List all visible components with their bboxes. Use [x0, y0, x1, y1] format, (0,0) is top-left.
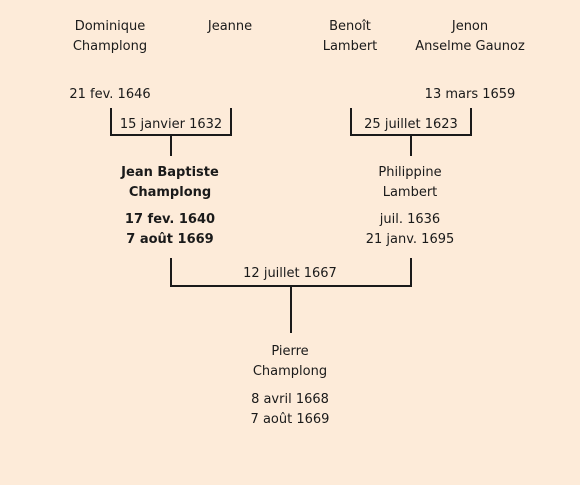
person-first-name: Dominique — [74, 19, 146, 34]
person-first-name: Jeanne — [207, 19, 253, 34]
child-dates: 8 avril 1668 7 août 1669 — [220, 390, 360, 430]
descent-line — [290, 285, 292, 333]
grandparent-jenon-anselme-gaunoz: Jenon Anselme Gaunoz — [400, 17, 540, 57]
person-last-name: Anselme Gaunoz — [415, 39, 525, 54]
person-first-name: Philippine — [378, 165, 442, 180]
father-dates: 17 fev. 1640 7 août 1669 — [100, 210, 240, 250]
death-date: 21 janv. 1695 — [365, 232, 455, 247]
bracket-right-vertical — [230, 108, 232, 136]
child-pierre-champlong: Pierre Champlong — [220, 342, 360, 382]
grandparent-benoit-lambert: Benoît Lambert — [300, 17, 400, 57]
person-last-name: Champlong — [72, 39, 148, 54]
bracket-left-vertical — [110, 108, 112, 136]
person-last-name: Champlong — [252, 364, 328, 379]
person-last-name: Lambert — [322, 39, 378, 54]
birth-date: juil. 1636 — [379, 212, 441, 227]
descent-line — [410, 134, 412, 156]
mother-dates: juil. 1636 21 janv. 1695 — [340, 210, 480, 250]
bracket-right-vertical — [470, 108, 472, 136]
death-date: 7 août 1669 — [126, 232, 214, 247]
death-date-jenon: 13 mars 1659 — [424, 87, 516, 102]
grandparent-dominique-champlong: Dominique Champlong — [50, 17, 170, 57]
grandparent-jeanne: Jeanne — [180, 17, 280, 37]
person-last-name: Champlong — [128, 185, 212, 200]
father-jean-baptiste-champlong: Jean Baptiste Champlong — [100, 163, 240, 203]
marriage-date-paternal: 15 janvier 1632 — [119, 117, 223, 132]
person-first-name: Benoît — [329, 19, 371, 34]
bracket-right-vertical — [410, 258, 412, 287]
descent-line — [170, 134, 172, 156]
person-last-name: Lambert — [382, 185, 438, 200]
birth-date: 8 avril 1668 — [251, 392, 329, 407]
mother-philippine-lambert: Philippine Lambert — [340, 163, 480, 203]
marriage-date-maternal: 25 juillet 1623 — [364, 117, 458, 132]
marriage-date-parents: 12 juillet 1667 — [243, 266, 337, 281]
person-first-name: Pierre — [271, 344, 309, 359]
death-date: 7 août 1669 — [250, 412, 330, 427]
birth-date: 17 fev. 1640 — [124, 212, 216, 227]
bracket-left-vertical — [350, 108, 352, 136]
person-first-name: Jean Baptiste — [121, 165, 219, 180]
death-date-dominique: 21 fev. 1646 — [69, 87, 151, 102]
bracket-left-vertical — [170, 258, 172, 287]
person-first-name: Jenon — [451, 19, 489, 34]
